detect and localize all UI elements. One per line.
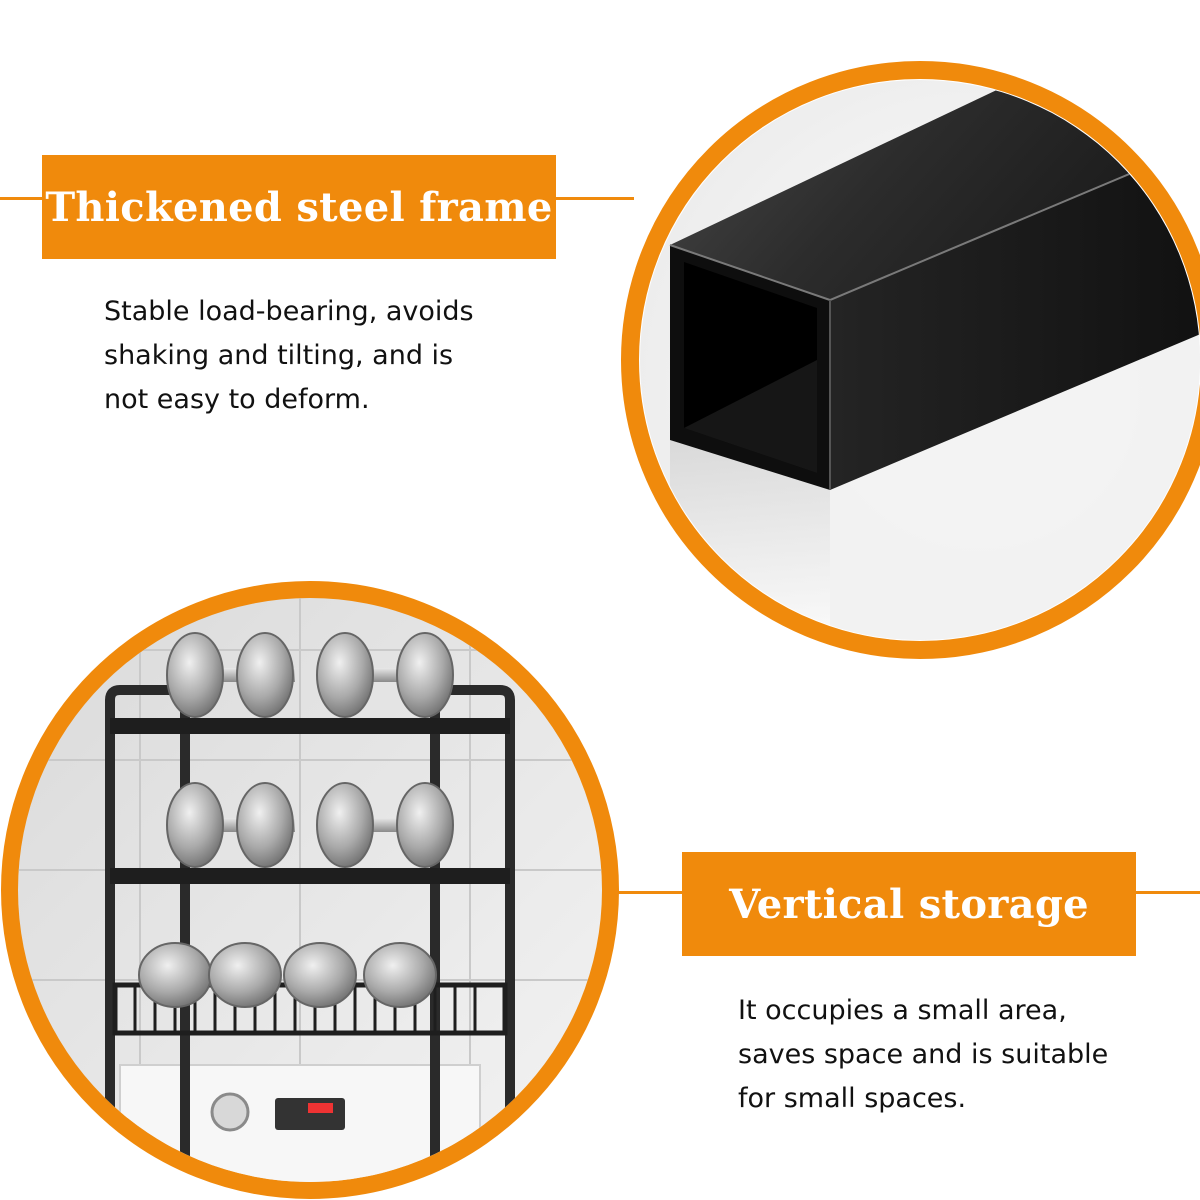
description-line: shaking and tilting, and is: [104, 340, 454, 371]
top-connector-line-right: [556, 197, 634, 200]
description-line: It occupies a small area,: [738, 995, 1067, 1026]
description-line: Stable load-bearing, avoids: [104, 296, 474, 327]
description-line: saves space and is suitable: [738, 1039, 1109, 1070]
bottom-connector-line-left: [602, 891, 682, 894]
vertical-storage-label: Vertical storage: [682, 852, 1136, 956]
top-connector-line-left: [0, 197, 42, 200]
thickened-steel-frame-title: Thickened steel frame: [45, 183, 553, 231]
vertical-storage-description: It occupies a small area, saves space an…: [738, 989, 1108, 1121]
thickened-steel-frame-description: Stable load-bearing, avoids shaking and …: [104, 290, 474, 422]
thickened-steel-frame-label: Thickened steel frame: [42, 155, 556, 259]
vertical-storage-title: Vertical storage: [729, 880, 1089, 928]
description-line: for small spaces.: [738, 1083, 967, 1114]
bottom-connector-line-right: [1136, 891, 1200, 894]
description-line: not easy to deform.: [104, 384, 370, 415]
